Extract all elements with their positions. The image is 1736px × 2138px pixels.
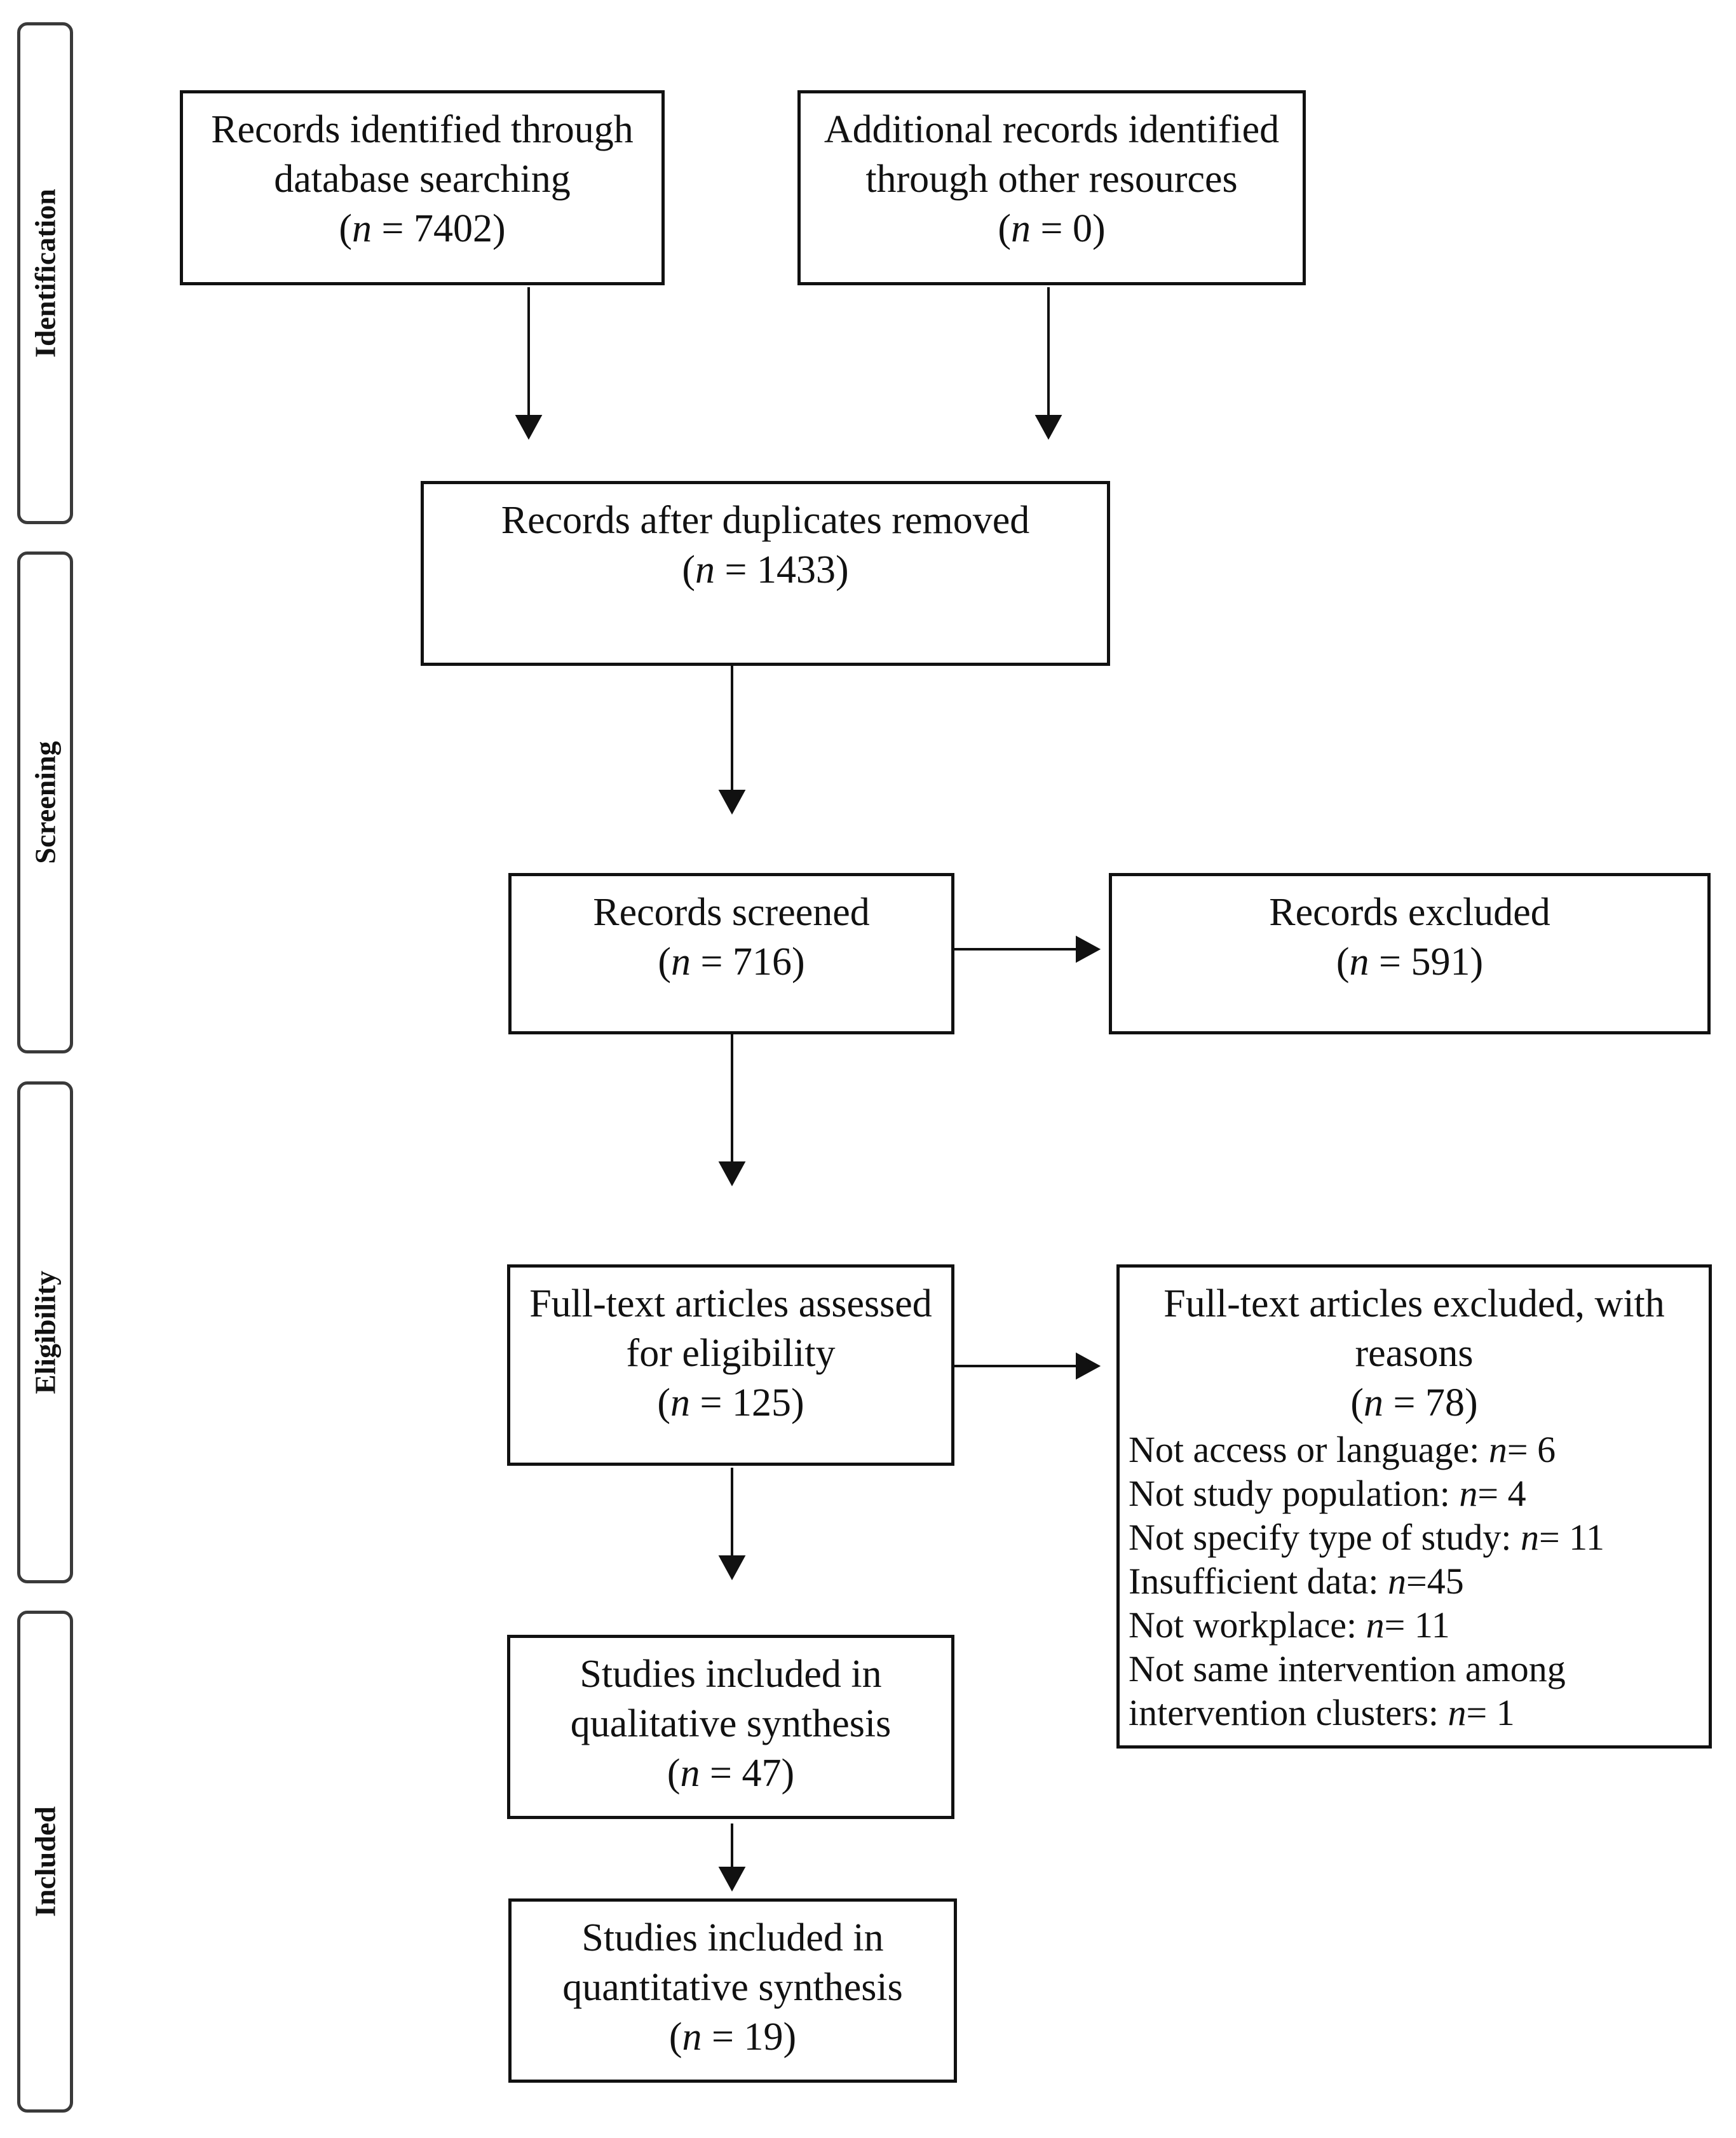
exclusion-reason: Insufficient data: n=45: [1129, 1560, 1464, 1602]
exclusion-reason: intervention clusters: n= 1: [1129, 1692, 1515, 1733]
exclusion-reason: Not specify type of study: n= 11: [1129, 1517, 1605, 1558]
box-other-resources: Additional records identified through ot…: [797, 90, 1306, 285]
box-fulltext-excluded: Full-text articles excluded, with reason…: [1116, 1264, 1712, 1749]
box-fulltext-assessed: Full-text articles assessed for eligibil…: [507, 1264, 954, 1466]
phase-screening: Screening: [17, 551, 73, 1053]
exclusion-reason: Not access or language: n= 6: [1129, 1429, 1556, 1470]
box-quantitative-synthesis: Studies included in quantitative synthes…: [508, 1898, 957, 2083]
phase-included: Included: [17, 1611, 73, 2113]
box-records-screened: Records screened (n = 716): [508, 873, 954, 1034]
box-qualitative-synthesis: Studies included in qualitative synthesi…: [507, 1635, 954, 1819]
exclusion-reason: Not study population: n= 4: [1129, 1473, 1526, 1514]
phase-identification: Identification: [17, 22, 73, 524]
phase-eligibility: Eligibility: [17, 1081, 73, 1583]
exclusion-reason: Not same intervention among: [1129, 1648, 1566, 1689]
box-records-excluded: Records excluded (n = 591): [1109, 873, 1711, 1034]
exclusion-reason: Not workplace: n= 11: [1129, 1604, 1450, 1646]
box-duplicates-removed: Records after duplicates removed (n = 14…: [421, 481, 1110, 666]
box-database-search: Records identified through database sear…: [180, 90, 665, 285]
